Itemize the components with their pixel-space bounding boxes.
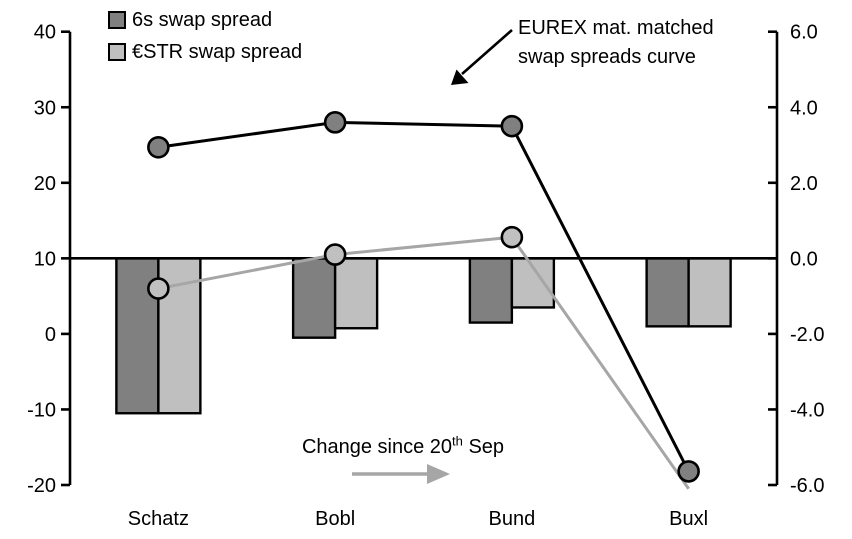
change-note: Change since 20th Sep bbox=[278, 433, 528, 459]
legend-item-6s: 6s swap spread bbox=[108, 9, 302, 31]
right-axis-label: 4.0 bbox=[790, 97, 818, 119]
right-axis-label: -6.0 bbox=[790, 475, 824, 497]
left-axis-label: 20 bbox=[34, 173, 56, 195]
right-axis-label: -4.0 bbox=[790, 399, 824, 421]
marker-estr-bobl bbox=[323, 243, 347, 266]
right-axis-label: 0.0 bbox=[790, 248, 818, 270]
left-axis-label: -10 bbox=[27, 399, 56, 421]
right-axis-label: 2.0 bbox=[790, 173, 818, 195]
x-axis-label-bund: Bund bbox=[489, 508, 536, 530]
bar-6s-bund bbox=[468, 257, 514, 324]
left-axis-label: 40 bbox=[34, 22, 56, 44]
bar-estr-buxl bbox=[687, 257, 732, 328]
curve-annotation-line2: swap spreads curve bbox=[518, 46, 696, 68]
change-note-prefix: Change since 20 bbox=[301, 436, 453, 458]
curve-annotation: EUREX mat. matched swap spreads curve bbox=[518, 14, 714, 72]
bar-6s-bobl bbox=[291, 257, 337, 339]
marker-estr-bund bbox=[500, 225, 524, 249]
marker-6s-bund bbox=[500, 114, 524, 138]
annotation-arrow-line bbox=[461, 29, 513, 75]
legend-label-6s: 6s swap spread bbox=[132, 9, 273, 31]
marker-estr-schatz bbox=[147, 277, 170, 300]
legend: 6s swap spread €STR swap spread bbox=[108, 9, 302, 73]
estr-swatch-icon bbox=[108, 43, 126, 61]
bar-6s-buxl bbox=[645, 257, 690, 328]
x-axis-label-bobl: Bobl bbox=[315, 508, 355, 530]
left-axis-label: 0 bbox=[45, 324, 56, 346]
6s-swatch-icon bbox=[108, 11, 126, 29]
marker-6s-buxl bbox=[677, 460, 700, 483]
line-estr-curve bbox=[158, 235, 690, 490]
marker-6s-bobl bbox=[323, 111, 347, 134]
left-axis-label: 30 bbox=[34, 97, 56, 119]
legend-item-estr: €STR swap spread bbox=[108, 41, 302, 63]
annotation-arrow-head-icon bbox=[451, 69, 469, 85]
change-arrow-head-icon bbox=[427, 464, 450, 484]
change-note-suffix: Sep bbox=[462, 436, 505, 458]
x-axis-label-schatz: Schatz bbox=[128, 508, 189, 530]
left-axis-label: 10 bbox=[34, 248, 56, 270]
right-axis-label: 6.0 bbox=[790, 22, 818, 44]
legend-label-estr: €STR swap spread bbox=[132, 41, 303, 63]
line-6s-curve bbox=[158, 120, 690, 473]
x-axis-label-buxl: Buxl bbox=[669, 508, 708, 530]
curve-annotation-line1: EUREX mat. matched bbox=[518, 17, 714, 39]
bar-estr-bobl bbox=[333, 257, 379, 330]
marker-6s-schatz bbox=[147, 135, 170, 159]
left-axis-label: -20 bbox=[27, 475, 56, 497]
change-note-sup: th bbox=[452, 433, 463, 449]
right-axis-label: -2.0 bbox=[790, 324, 824, 346]
